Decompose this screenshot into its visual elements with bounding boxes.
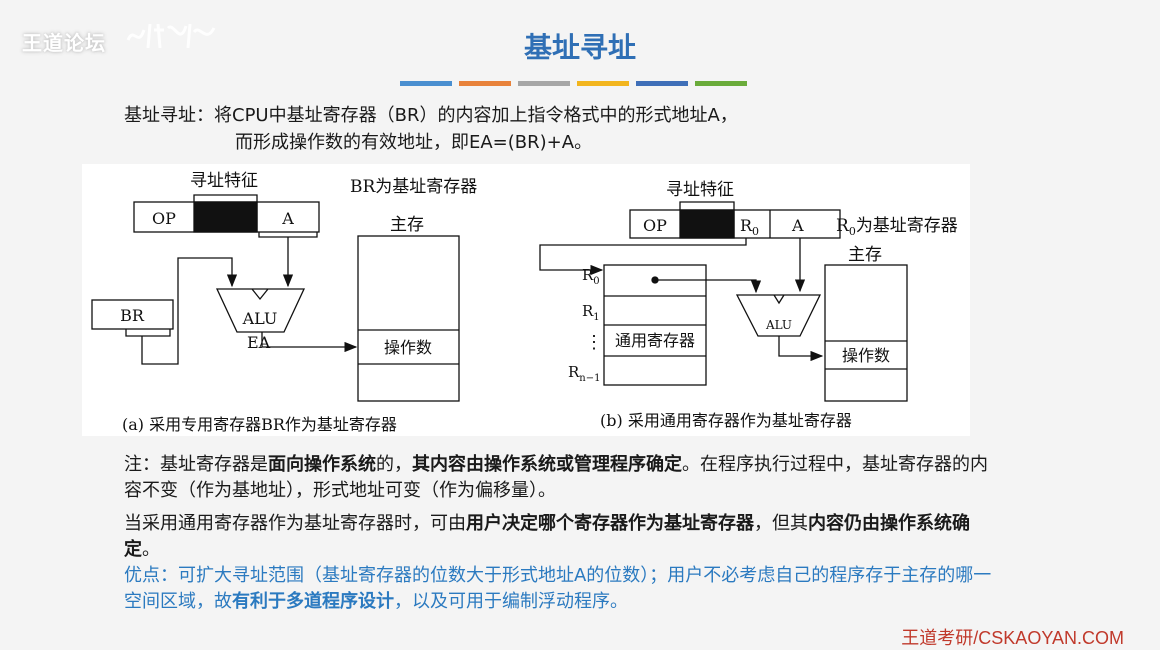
color-bar xyxy=(636,81,688,86)
figure-b: 寻址特征 OP R0 A R0为基址寄存器 通用寄存器 R0 R1 ⋮ Rn−1 xyxy=(539,180,958,430)
fig-b-feature-bracket xyxy=(679,201,735,210)
fig-b-reg-r0-sub: 0 xyxy=(593,276,599,287)
fig-b-r0-field-sub: 0 xyxy=(752,225,759,238)
fig-a-ea-arrow xyxy=(261,332,358,353)
note-paragraph-1: 注：基址寄存器是面向操作系统的，其内容由操作系统或管理程序确定。在程序执行过程中… xyxy=(124,452,1004,504)
diagram-svg: 寻址特征 BR为基址寄存器 OP A 主存 操作数 BR ALU EA (a) … xyxy=(91,171,958,434)
advantage-seg-2: ，以及可用于编制浮动程序。 xyxy=(394,591,628,612)
note-1-emphasis-2: 其内容由操作系统或管理程序确定 xyxy=(412,454,682,475)
fig-a-memory xyxy=(357,235,460,402)
fig-b-feature-field xyxy=(679,209,735,239)
fig-a-br: BR xyxy=(120,306,145,325)
note-1-seg-1: 注：基址寄存器是 xyxy=(124,454,268,475)
fig-b-reg-r1-base: R xyxy=(582,302,594,320)
color-bar xyxy=(459,81,511,86)
definition-line-1: 基址寻址：将CPU中基址寄存器（BR）的内容加上指令格式中的形式地址A， xyxy=(124,105,738,126)
fig-b-op: OP xyxy=(643,216,667,235)
fig-b-alu-label: ALU xyxy=(765,318,792,332)
fig-a-operand: 操作数 xyxy=(384,338,432,357)
fig-b-r0-note: R0为基址寄存器 xyxy=(836,216,958,238)
fig-b-r0-note-sub: 0 xyxy=(849,225,856,238)
fig-b-reg-r0: R0 xyxy=(582,266,600,287)
fig-b-reg-rn-base: R xyxy=(568,363,580,381)
fig-b-gpr: 通用寄存器 xyxy=(615,331,695,350)
fig-a-caption: (a) 采用专用寄存器BR作为基址寄存器 xyxy=(122,415,397,434)
fig-b-caption: (b) 采用通用寄存器作为基址寄存器 xyxy=(600,411,852,430)
fig-b-reg-dots: ⋮ xyxy=(585,332,603,353)
fig-a-br-arrow xyxy=(141,257,238,365)
notes-section: 注：基址寄存器是面向操作系统的，其内容由操作系统或管理程序确定。在程序执行过程中… xyxy=(124,452,1004,615)
color-bar xyxy=(577,81,629,86)
fig-b-r0-content-arrow xyxy=(655,279,762,294)
page-title: 基址寻址 xyxy=(523,31,636,64)
fig-a-feature-bracket xyxy=(193,194,258,202)
fig-b-ea-arrow xyxy=(778,336,824,362)
fig-b-reg-r0-base: R xyxy=(582,266,594,284)
fig-b-r0-note-text: 为基址寄存器 xyxy=(856,216,958,236)
watermark: 王道论坛 xyxy=(22,31,106,55)
fig-a-alu-label: ALU xyxy=(242,309,278,328)
color-bar xyxy=(695,81,747,86)
fig-a-br-bracket xyxy=(125,329,171,337)
fig-a-memory-label: 主存 xyxy=(390,215,424,235)
fig-a-br-register xyxy=(91,299,174,330)
footer-brand: 王道考研/CSKAOYAN.COM xyxy=(901,628,1124,648)
fig-b-memory xyxy=(824,264,908,402)
note-2-seg-1: 当采用通用寄存器作为基址寄存器时，可由 xyxy=(124,513,466,534)
watermark-signature xyxy=(126,23,216,49)
advantage-seg-1: 优点：可扩大寻址范围（基址寄存器的位数大于形式地址A的位数）；用户不必考虑自己的… xyxy=(124,565,992,612)
fig-b-r0-field: R0 xyxy=(740,216,759,238)
fig-b-reg-rn: Rn−1 xyxy=(568,363,600,384)
note-2-emphasis-2: 内容仍由操作系统确定 xyxy=(124,513,970,560)
fig-a-a-bracket xyxy=(258,232,318,238)
fig-a-a: A xyxy=(281,209,294,228)
fig-b-reg-r1-sub: 1 xyxy=(593,312,599,323)
fig-b-alu xyxy=(735,294,822,337)
fig-b-reg-r1: R1 xyxy=(582,302,600,323)
advantage-emphasis: 有利于多道程序设计 xyxy=(232,591,394,612)
fig-a-feature-label: 寻址特征 xyxy=(190,171,258,191)
fig-b-feature-label: 寻址特征 xyxy=(666,180,734,200)
definition-text: 基址寻址：将CPU中基址寄存器（BR）的内容加上指令格式中的形式地址A， 而形成… xyxy=(124,102,738,156)
note-paragraph-2: 当采用通用寄存器作为基址寄存器时，可由用户决定哪个寄存器作为基址寄存器，但其内容… xyxy=(124,511,1004,563)
definition-line-2: 而形成操作数的有效地址，即EA=(BR)+A。 xyxy=(235,132,593,153)
figure-a: 寻址特征 BR为基址寄存器 OP A 主存 操作数 BR ALU EA (a) … xyxy=(91,171,477,434)
fig-b-r0-note-base: R xyxy=(836,216,850,236)
note-2-seg-3: 。 xyxy=(142,539,160,560)
note-2-emphasis-1: 用户决定哪个寄存器作为基址寄存器 xyxy=(466,513,754,534)
fig-b-r0-arrow xyxy=(539,238,747,276)
note-2-seg-2: ，但其 xyxy=(754,513,808,534)
fig-a-alu xyxy=(215,288,306,333)
fig-b-reg-rn-sub: n−1 xyxy=(579,373,600,384)
note-1-seg-2: 的， xyxy=(376,454,412,475)
fig-a-br-note: BR为基址寄存器 xyxy=(350,177,477,197)
note-1-seg-3: 。在程序执行过程中，基址寄存器的内容不变（作为基地址），形式地址可变（作为偏移量… xyxy=(124,454,988,501)
color-bar xyxy=(400,81,452,86)
fig-a-ea: EA xyxy=(247,333,271,352)
color-bar xyxy=(518,81,570,86)
fig-a-op: OP xyxy=(152,209,176,228)
fig-b-operand: 操作数 xyxy=(842,346,890,365)
fig-b-r0-field-base: R xyxy=(740,216,753,235)
fig-b-memory-label: 主存 xyxy=(848,245,882,265)
addressing-diagram: 寻址特征 BR为基址寄存器 OP A 主存 操作数 BR ALU EA (a) … xyxy=(82,164,970,436)
color-bar-strip xyxy=(400,81,747,86)
advantage-paragraph: 优点：可扩大寻址范围（基址寄存器的位数大于形式地址A的位数）；用户不必考虑自己的… xyxy=(124,563,1004,615)
note-1-emphasis-1: 面向操作系统 xyxy=(268,454,376,475)
fig-a-feature-field xyxy=(193,201,258,233)
fig-b-instruction xyxy=(629,209,841,239)
fig-b-a: A xyxy=(791,216,804,235)
